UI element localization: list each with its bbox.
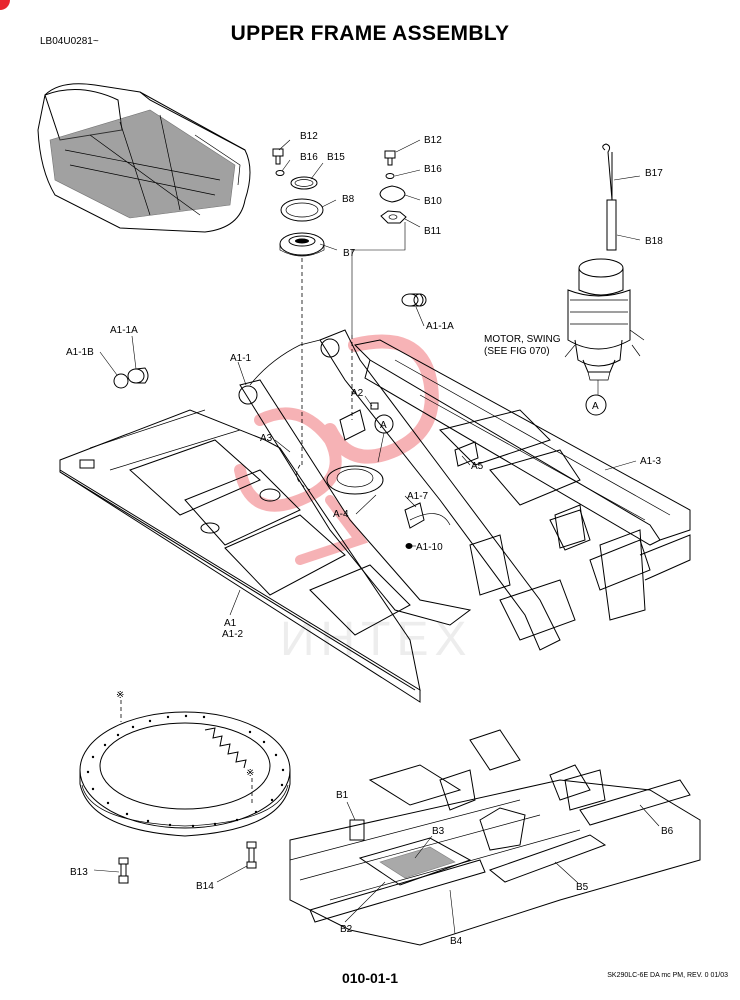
label-b11: B11 — [424, 226, 441, 237]
label-b3: B3 — [432, 826, 445, 837]
label-a1: A1 — [224, 618, 237, 629]
label-a1-7: A1-7 — [407, 491, 429, 502]
label-b15: B15 — [327, 152, 345, 163]
label-b13: B13 — [70, 867, 88, 878]
label-a1-2: A1-2 — [222, 629, 244, 640]
swing-motor-drawing: A — [567, 258, 645, 416]
upper-frame-drawing: A — [59, 329, 691, 703]
hardware-stack-right — [351, 150, 407, 420]
page-corner-badge — [0, 0, 10, 10]
label-a2: A2 — [351, 388, 364, 399]
watermark: ИНТЕХ — [234, 334, 473, 666]
bearing-bolt-holes — [86, 714, 285, 828]
label-b8: B8 — [342, 194, 355, 205]
label-a4: A-4 — [333, 509, 349, 520]
label-b4: B4 — [450, 936, 463, 947]
label-a1-1a-top: A1-1A — [426, 321, 454, 332]
label-a1-1b: A1-1B — [66, 347, 94, 358]
label-a1-3: A1-3 — [640, 456, 662, 467]
label-b12-left: B12 — [300, 131, 318, 142]
note-mark-1: ※ — [116, 690, 124, 701]
swing-bearing-drawing — [79, 700, 291, 884]
note-mark-2: ※ — [246, 768, 254, 779]
callout-a-motor: A — [592, 401, 599, 412]
label-b5: B5 — [576, 882, 589, 893]
leader-lines — [93, 139, 660, 935]
label-b6: B6 — [661, 826, 674, 837]
frame-detail-view — [289, 729, 701, 946]
label-b12-right: B12 — [424, 135, 442, 146]
pin-parts — [113, 293, 427, 389]
label-a1-1: A1-1 — [230, 353, 252, 364]
label-b10: B10 — [424, 196, 442, 207]
label-b18: B18 — [645, 236, 663, 247]
label-a5: A5 — [471, 461, 484, 472]
callout-a-frame: A — [380, 420, 387, 431]
label-b2: B2 — [340, 924, 353, 935]
page-title: UPPER FRAME ASSEMBLY — [230, 22, 510, 45]
label-b7: B7 — [343, 248, 356, 259]
label-a1-10: A1-10 — [416, 542, 443, 553]
label-b1: B1 — [336, 790, 349, 801]
revision-note: SK290LC-6E DA mc PM, REV. 0 01/03 — [607, 972, 728, 979]
doc-code: LB04U0281~ — [40, 36, 99, 47]
label-motor-line2: (SEE FIG 070) — [484, 346, 550, 357]
part-labels: B12 B16 B15 B8 B7 B12 B16 B10 B11 B17 B1… — [66, 131, 674, 947]
label-a1-1a-left: A1-1A — [110, 325, 138, 336]
hardware-stack-left — [272, 148, 325, 465]
label-b17: B17 — [645, 168, 663, 179]
label-b14: B14 — [196, 881, 214, 892]
dipstick-assembly — [602, 143, 617, 251]
watermark-text: ИНТЕХ — [280, 613, 473, 666]
machine-inset-drawing — [37, 83, 251, 233]
label-b16-left: B16 — [300, 152, 318, 163]
label-motor-line1: MOTOR, SWING — [484, 334, 561, 345]
label-b16-right: B16 — [424, 164, 442, 175]
page-number: 010-01-1 — [341, 970, 399, 986]
label-a3: A3 — [260, 433, 273, 444]
